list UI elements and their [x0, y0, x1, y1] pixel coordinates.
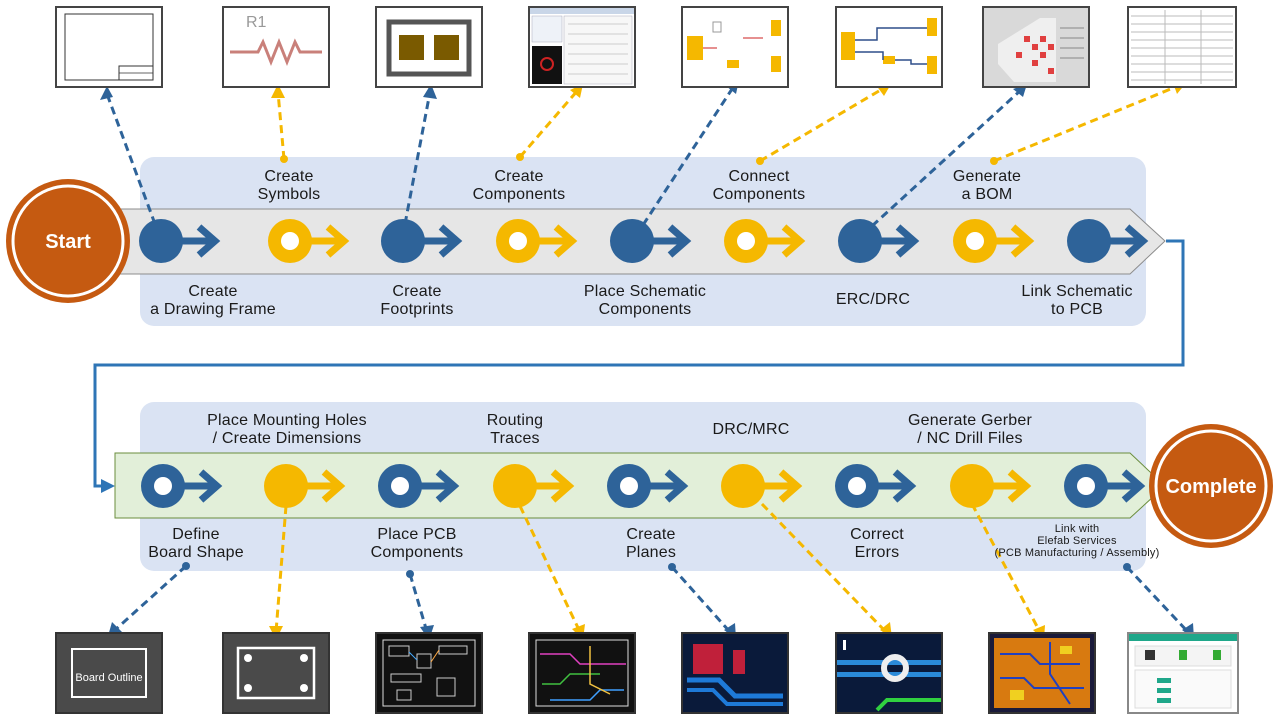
row-connector-arrowhead — [101, 479, 115, 493]
connector-gerber — [970, 503, 1042, 633]
connector-drc-mrc — [760, 502, 888, 634]
thumb-connect-components — [835, 6, 943, 88]
connector-erc — [870, 88, 1023, 228]
label-generate-gerber: Generate Gerber/ NC Drill Files — [908, 412, 1032, 447]
thumb-component-editor — [528, 6, 636, 88]
top-step-node — [610, 219, 692, 263]
row-connector-line — [93, 239, 1185, 488]
thumb-routing-traces — [528, 632, 636, 714]
top-step-node — [724, 219, 806, 263]
thumb-footprint — [375, 6, 483, 88]
thumb-place-schematic — [681, 6, 789, 88]
board-outline-text: Board Outline — [75, 672, 143, 684]
bottom-step-node — [607, 464, 689, 508]
connector-mounting — [274, 505, 288, 633]
bottom-step-node — [378, 464, 460, 508]
connector-symbols — [276, 91, 286, 160]
label-erc-drc: ERC/DRC — [835, 291, 911, 308]
label-drc-mrc: DRC/MRC — [712, 421, 790, 438]
thumb-mounting-holes — [222, 632, 330, 714]
bottom-step-node — [721, 464, 803, 508]
bottom-step-node — [835, 464, 917, 508]
thumb-drc-mrc — [835, 632, 943, 714]
top-step-node — [268, 219, 350, 263]
connector-footprints — [403, 91, 432, 225]
label-place-mounting-holes: Place Mounting Holes/ Create Dimensions — [207, 412, 367, 447]
bottom-step-node — [493, 464, 575, 508]
connector-drawing-frame — [105, 93, 157, 225]
connector-elefab — [1125, 565, 1190, 634]
top-step-node — [139, 219, 221, 263]
thumb-bom — [1127, 6, 1237, 88]
connector-board-shape — [113, 564, 188, 632]
bottom-step-node — [950, 464, 1032, 508]
thumb-planes — [681, 632, 789, 714]
thumb-symbol: R1 — [222, 6, 330, 88]
connector-pcb-components — [408, 573, 429, 633]
top-step-node — [1067, 219, 1149, 263]
complete-terminal — [1149, 424, 1273, 548]
thumb-gerber — [988, 632, 1096, 714]
connector-components — [518, 89, 580, 158]
top-step-node — [838, 219, 920, 263]
connector-connect — [759, 86, 885, 163]
start-label: Start — [45, 231, 91, 253]
top-step-node — [381, 219, 463, 263]
thumb-pcb-components — [375, 632, 483, 714]
thumb-board-outline: Board Outline — [55, 632, 163, 714]
bottom-step-node — [141, 464, 223, 508]
connector-planes — [670, 566, 732, 633]
connector-place-schematic — [641, 85, 736, 226]
bottom-step-node — [264, 464, 346, 508]
connector-routing — [518, 505, 582, 633]
start-terminal — [6, 179, 130, 303]
top-step-node — [496, 219, 578, 263]
complete-label: Complete — [1165, 476, 1256, 498]
thumb-drawing-frame — [55, 6, 163, 88]
connector-bom — [993, 84, 1179, 163]
thumb-elefab-services — [1127, 632, 1239, 714]
symbol-reference-text: R1 — [246, 14, 267, 31]
thumb-erc-drc — [982, 6, 1090, 88]
bottom-step-node — [1064, 464, 1146, 508]
top-step-node — [953, 219, 1035, 263]
